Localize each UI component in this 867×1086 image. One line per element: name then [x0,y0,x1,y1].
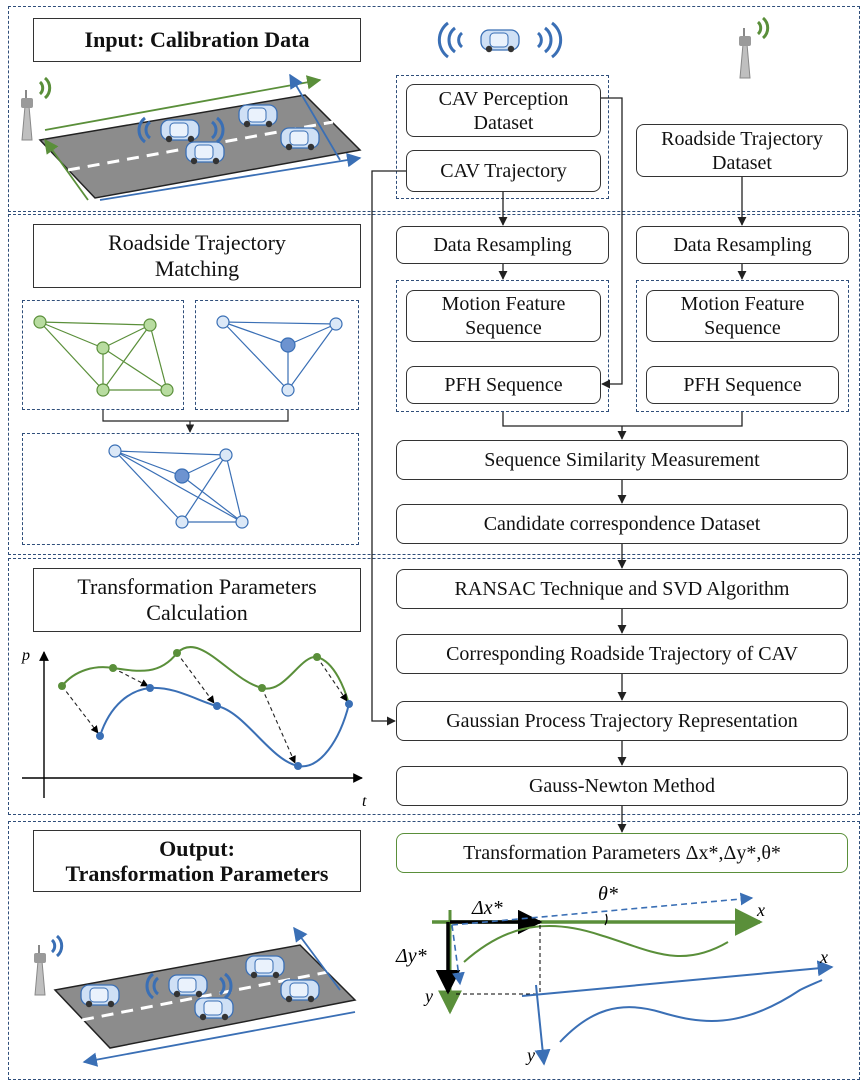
graph-blue [216,315,343,397]
output-section [8,821,860,1080]
graph-green [33,315,174,397]
graph-frame-merged [22,433,359,545]
input-title: Input: Calibration Data [33,18,361,62]
roadside-dataset-box: Roadside Trajectory Dataset [636,124,848,177]
resample-left-box: Data Resampling [396,226,609,264]
pfh-left-box: PFH Sequence [406,366,601,404]
output-title-line1: Output: [159,835,235,861]
motion-left-box: Motion Feature Sequence [406,290,601,342]
matching-title: Roadside Trajectory Matching [33,224,361,288]
output-title-line2: Transformation Parameters [65,861,329,886]
cav-car-icon [160,119,200,143]
plot-label-p: p [21,647,30,664]
input-section [8,6,860,212]
cav-top-icon [437,21,563,59]
motion-right-box: Motion Feature Sequence [646,290,839,342]
label-dy: Δy* [395,945,427,967]
road-output [33,926,357,1067]
label-y2: y [525,1045,535,1065]
resample-right-box: Data Resampling [636,226,849,264]
similarity-box: Sequence Similarity Measurement [396,440,848,480]
gauss-newton-box: Gauss-Newton Method [396,766,848,806]
output-title: Output: Transformation Parameters [33,830,361,892]
transformation-params-box: Transformation Parameters Δx*,Δy*,θ* [396,833,848,873]
matching-section [8,214,860,555]
ransac-box: RANSAC Technique and SVD Algorithm [396,569,848,609]
graph-frame-right [195,300,359,410]
calc-title: Transformation Parameters Calculation [33,568,361,632]
graph-merged [108,444,249,529]
trajectory-plot [22,646,363,798]
roadside-unit-icon [738,16,770,79]
coordinate-frames [432,892,834,1066]
calc-section [8,558,860,815]
road-input [20,73,362,201]
cav-trajectory-box: CAV Trajectory [406,150,601,192]
candidate-box: Candidate correspondence Dataset [396,504,848,544]
corresponding-box: Corresponding Roadside Trajectory of CAV [396,634,848,674]
plot-label-t: t [362,793,367,810]
left-feature-frame [396,280,609,412]
label-x1: x [756,900,765,920]
right-feature-frame [636,280,849,412]
label-dx: Δx* [471,897,503,919]
cav-perception-box: CAV Perception Dataset [406,84,601,137]
label-x2: x [819,947,828,967]
label-y1: y [423,986,433,1006]
graph-frame-left [22,300,184,410]
pfh-right-box: PFH Sequence [646,366,839,404]
label-theta: θ* [598,883,618,905]
gaussian-process-box: Gaussian Process Trajectory Representati… [396,701,848,741]
roadside-tower-icon [20,89,34,141]
